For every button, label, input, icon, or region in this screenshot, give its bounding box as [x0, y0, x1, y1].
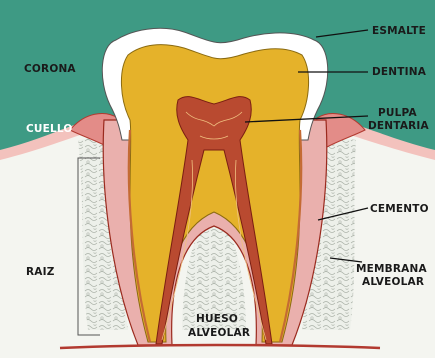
label-membrana-line2: ALVEOLAR	[362, 276, 424, 288]
label-raiz: RAIZ	[26, 266, 55, 278]
label-cemento: CEMENTO	[370, 203, 429, 215]
label-esmalte: ESMALTE	[372, 25, 426, 37]
label-hueso-line1: HUESO	[196, 313, 238, 325]
label-hueso-line2: ALVEOLAR	[188, 327, 250, 339]
label-corona: CORONA	[24, 63, 76, 75]
label-dentina: DENTINA	[372, 66, 427, 78]
label-pulpa-line1: PULPA	[378, 107, 417, 119]
label-cuello: CUELLO	[26, 123, 73, 135]
label-pulpa-line2: DENTARIA	[368, 120, 430, 132]
label-membrana-line1: MEMBRANA	[356, 263, 427, 275]
